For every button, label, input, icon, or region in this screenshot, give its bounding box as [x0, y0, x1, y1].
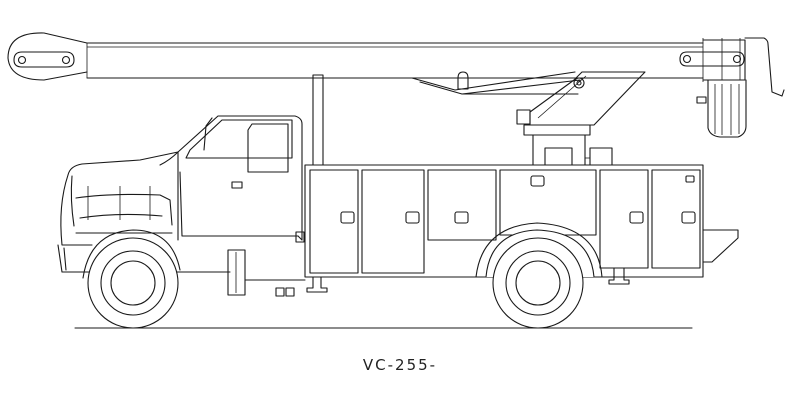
boom-pedestal [412, 72, 645, 165]
front-wheel [83, 230, 180, 328]
rear-wheel [493, 238, 583, 328]
drawing-code-label: VC-255- [362, 356, 438, 374]
truck-cab [58, 116, 305, 296]
rear-post [313, 75, 323, 165]
boom-assembly [8, 33, 784, 137]
